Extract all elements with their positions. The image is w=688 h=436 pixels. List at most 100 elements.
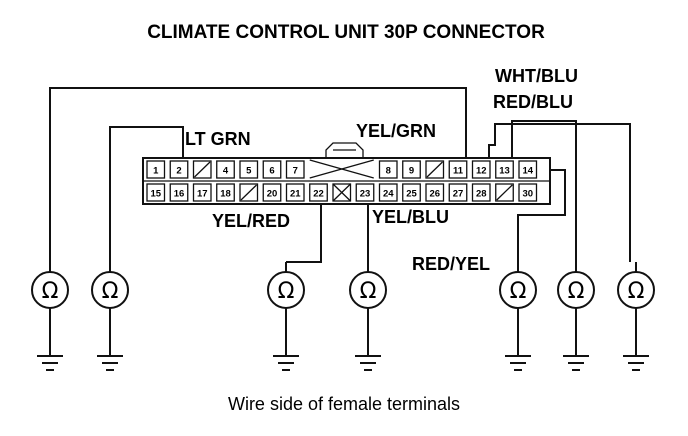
unused-slash (426, 161, 443, 178)
terminal-number: 30 (522, 189, 533, 200)
terminal-number: 22 (313, 189, 324, 200)
label-lt-grn: LT GRN (185, 129, 251, 149)
terminal-number: 28 (476, 189, 487, 200)
terminal-cell (169, 160, 189, 179)
terminal-cell (425, 183, 445, 202)
ohmmeter: Ω (31, 262, 69, 371)
label-wht-blu: WHT/BLU (495, 66, 578, 86)
diagram-caption: Wire side of female terminals (228, 394, 460, 414)
terminal-number: 13 (499, 166, 510, 177)
wire-pin-2 (109, 126, 184, 262)
terminal-number: 2 (176, 166, 181, 177)
unused-slash (194, 161, 211, 178)
cavity-cross (309, 159, 374, 179)
terminal-cell (471, 183, 491, 202)
terminal-number: 1 (153, 166, 159, 177)
label-yel-blu: YEL/BLU (372, 207, 449, 227)
wire-pin-12 (488, 123, 631, 262)
terminal-cell (146, 183, 166, 202)
terminal-number: 8 (386, 166, 391, 177)
terminal-number: 5 (246, 166, 252, 177)
ohm-symbol: Ω (102, 279, 119, 304)
unused-slash (496, 184, 513, 201)
ohmmeter: Ω (557, 262, 595, 371)
terminal-number: 14 (522, 166, 533, 177)
ohmmeter: Ω (91, 262, 129, 371)
terminal-unused (495, 183, 514, 202)
ground-icon (563, 355, 589, 371)
terminal-number: 9 (409, 166, 414, 177)
ohmmeter: Ω (617, 262, 655, 371)
ground-icon (37, 355, 63, 371)
ohmmeter: Ω (499, 262, 537, 371)
ohm-symbol: Ω (568, 279, 585, 304)
terminal-cell (378, 160, 398, 179)
diagram-title: CLIMATE CONTROL UNIT 30P CONNECTOR (147, 22, 545, 43)
ground-icon (273, 355, 299, 371)
wire-lines (49, 87, 631, 263)
terminal-number: 24 (383, 189, 394, 200)
terminal-number: 25 (406, 189, 417, 200)
connector-body (142, 142, 551, 205)
terminal-number: 4 (223, 166, 229, 177)
terminal-blank (332, 183, 352, 202)
ground-icon (355, 355, 381, 371)
label-yel-red: YEL/RED (212, 211, 290, 231)
ohm-symbol: Ω (42, 279, 59, 304)
ground-icon (623, 355, 649, 371)
ohm-symbol: Ω (278, 279, 295, 304)
terminal-cell (169, 183, 189, 202)
terminal-cell (239, 160, 259, 179)
terminal-unused (239, 183, 259, 202)
label-yel-grn: YEL/GRN (356, 121, 436, 141)
terminal-cell (146, 160, 166, 179)
wire-pin-14 (517, 169, 566, 262)
wire-pin-13 (511, 120, 577, 262)
terminal-cell (448, 183, 468, 202)
terminal-cell (518, 183, 538, 202)
terminal-number: 12 (476, 166, 487, 177)
terminal-number: 7 (293, 166, 298, 177)
terminal-unused (425, 160, 445, 179)
terminal-cell (262, 160, 282, 179)
label-red-yel: RED/YEL (412, 254, 490, 274)
terminal-number: 21 (290, 189, 301, 200)
terminal-cell (448, 160, 468, 179)
terminal-cell (402, 183, 421, 202)
terminal-cell (378, 183, 398, 202)
ohm-symbol: Ω (510, 279, 527, 304)
terminal-cell (402, 160, 421, 179)
ohm-symbol: Ω (360, 279, 377, 304)
terminal-number: 16 (174, 189, 185, 200)
terminal-cell (192, 183, 212, 202)
ohm-symbol: Ω (628, 279, 645, 304)
terminal-cell (309, 183, 328, 202)
label-red-blu: RED/BLU (493, 92, 573, 112)
terminal-number: 15 (150, 189, 161, 200)
terminal-cell (285, 183, 305, 202)
terminal-cell (285, 160, 305, 179)
wire-pin-22 (286, 204, 322, 263)
terminal-number: 11 (453, 166, 464, 177)
terminal-unused (192, 160, 212, 179)
terminal-cell (262, 183, 282, 202)
ground-icon (97, 355, 123, 371)
ground-icon (505, 355, 531, 371)
terminal-cell (216, 160, 235, 179)
terminal-cell (471, 160, 491, 179)
ohmmeter: Ω (349, 262, 387, 371)
terminal-cell (518, 160, 538, 179)
terminal-number: 20 (267, 189, 278, 200)
unused-slash (240, 184, 257, 201)
wire-pin-11 (49, 87, 467, 262)
terminal-number: 23 (360, 189, 371, 200)
terminal-number: 26 (429, 189, 440, 200)
terminal-cell (355, 183, 375, 202)
terminal-number: 27 (453, 189, 464, 200)
terminal-cell (216, 183, 235, 202)
terminal-number: 17 (197, 189, 208, 200)
terminal-number: 18 (220, 189, 231, 200)
